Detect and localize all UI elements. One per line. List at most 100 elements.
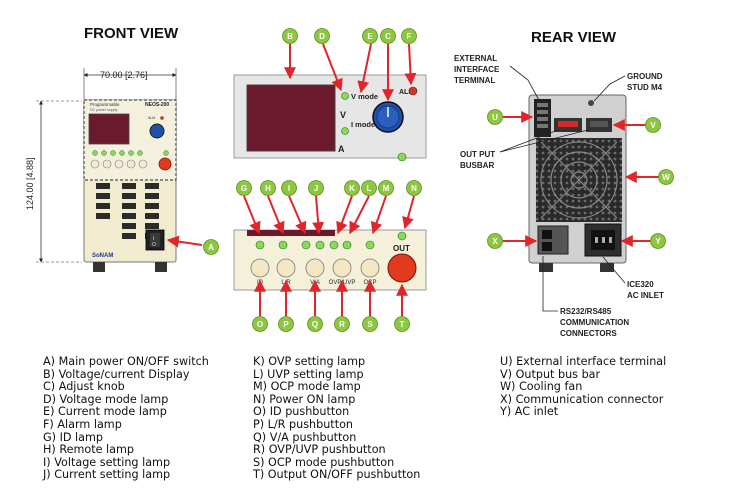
busbar-label-1: OUT PUT [460, 150, 495, 159]
legend-item: I) Voltage setting lamp [43, 455, 171, 469]
current-setting-lamp [315, 240, 325, 250]
ext-label-2: INTERFACE [454, 65, 500, 74]
front-out-button[interactable] [158, 157, 172, 171]
out-label: OUT [393, 244, 410, 253]
callout-e: E [362, 28, 378, 44]
callout-o: O [252, 316, 268, 332]
uvp-setting-lamp [342, 240, 352, 250]
legend-item: W) Cooling fan [500, 380, 583, 394]
callout-letter: I [288, 184, 290, 193]
callout-i: I [281, 180, 297, 196]
ac-label-2: AC INLET [627, 291, 664, 300]
va-pushbutton[interactable] [305, 258, 325, 278]
callout-n: N [406, 180, 422, 196]
v-label: V [340, 110, 346, 120]
alarm-lamp [408, 86, 418, 96]
callout-l: L [361, 180, 377, 196]
vmode-label: V mode [351, 92, 378, 101]
callout-letter: N [411, 184, 417, 193]
callout-letter: E [367, 32, 373, 41]
legend-item: X) Communication connector [500, 392, 664, 406]
comm-label-1: RS232/RS485 [560, 307, 612, 316]
alm-label: ALM [399, 89, 414, 96]
callout-q: Q [307, 316, 323, 332]
legend-item: O) ID pushbutton [253, 405, 350, 419]
callout-letter: X [492, 237, 498, 246]
callout-a: A [203, 239, 219, 255]
model-line1: Programmable [90, 102, 120, 107]
callout-p: P [278, 316, 294, 332]
callout-x: X [487, 233, 503, 249]
callout-letter: T [400, 320, 405, 329]
callout-f: F [401, 28, 417, 44]
callout-w: W [658, 169, 674, 185]
callout-y: Y [650, 233, 666, 249]
callout-r: R [334, 316, 350, 332]
legend-column-2: K) OVP setting lamp L) UVP setting lamp … [253, 355, 420, 482]
callout-d: D [314, 28, 330, 44]
callout-letter: C [385, 32, 391, 41]
callout-letter: A [208, 243, 214, 252]
callout-v: V [645, 117, 661, 133]
legend-item: H) Remote lamp [43, 443, 135, 457]
ocp-pushbutton[interactable] [360, 258, 380, 278]
legend-item: A) Main power ON/OFF switch [43, 355, 209, 368]
width-dimension: 70.00 [2.76] [100, 70, 148, 80]
ocp-mode-lamp [365, 240, 375, 250]
legend-item: J) Current setting lamp [43, 468, 171, 482]
power-on-lamp [397, 231, 407, 241]
zoom-display-panel: V mode V I mode A ALM [233, 74, 427, 162]
legend-item: P) L/R pushbutton [253, 417, 354, 431]
callout-k: K [344, 180, 360, 196]
comm-label-2: COMMUNICATION [560, 318, 629, 327]
output-onoff-button[interactable] [387, 253, 417, 283]
brand-logo: SoNAM [92, 253, 113, 259]
callout-letter: J [314, 184, 318, 193]
busbar-label-2: BUSBAR [460, 161, 494, 170]
callout-h: H [260, 180, 276, 196]
id-pushbutton[interactable] [250, 258, 270, 278]
legend-item: Y) AC inlet [500, 405, 559, 419]
model-name: NEOS-200 [145, 102, 169, 108]
switch-off-label: O [152, 242, 156, 248]
a-label: A [338, 144, 345, 154]
callout-letter: L [367, 184, 372, 193]
front-adjust-knob[interactable] [149, 123, 165, 139]
rear-view-title: REAR VIEW [531, 29, 617, 46]
callout-letter: R [339, 320, 345, 329]
ground-label-2: STUD M4 [627, 83, 663, 92]
height-dimension: 124.00 [4.88] [25, 157, 35, 210]
legend-item: N) Power ON lamp [253, 392, 356, 406]
ext-label-3: TERMINAL [454, 76, 495, 85]
zoom-vi-display [246, 84, 336, 152]
legend-item: E) Current mode lamp [43, 405, 167, 419]
callout-letter: W [662, 173, 670, 182]
callout-letter: H [265, 184, 271, 193]
callout-j: J [308, 180, 324, 196]
model-line2: DC power supply [90, 108, 118, 112]
front-view-title: FRONT VIEW [84, 25, 179, 42]
ext-label-1: EXTERNAL [454, 54, 497, 63]
callout-s: S [362, 316, 378, 332]
comm-label-3: CONNECTORS [560, 329, 617, 338]
ovp-uvp-pushbutton[interactable] [332, 258, 352, 278]
switch-on-label: I [153, 236, 154, 242]
callout-letter: S [367, 320, 373, 329]
legend-item: C) Adjust knob [43, 380, 125, 394]
front-view-unit: 70.00 [2.76] 124.00 [4.88] Programmable … [25, 68, 203, 272]
callout-letter: B [287, 32, 293, 41]
imode-label: I mode [351, 120, 375, 129]
callout-b: B [282, 28, 298, 44]
lr-pushbutton[interactable] [276, 258, 296, 278]
legend-item: M) OCP mode lamp [253, 380, 361, 394]
voltage-mode-lamp [341, 92, 349, 100]
legend-item: U) External interface terminal [500, 355, 667, 368]
front-alm-label: ALM [148, 116, 155, 120]
legend-column-1: A) Main power ON/OFF switch B) Voltage/c… [43, 355, 209, 482]
callout-letter: K [349, 184, 355, 193]
rear-view-unit [528, 94, 627, 272]
callout-letter: P [283, 320, 289, 329]
callout-g: G [236, 180, 252, 196]
legend-item: F) Alarm lamp [43, 417, 122, 431]
current-mode-lamp [341, 127, 349, 135]
